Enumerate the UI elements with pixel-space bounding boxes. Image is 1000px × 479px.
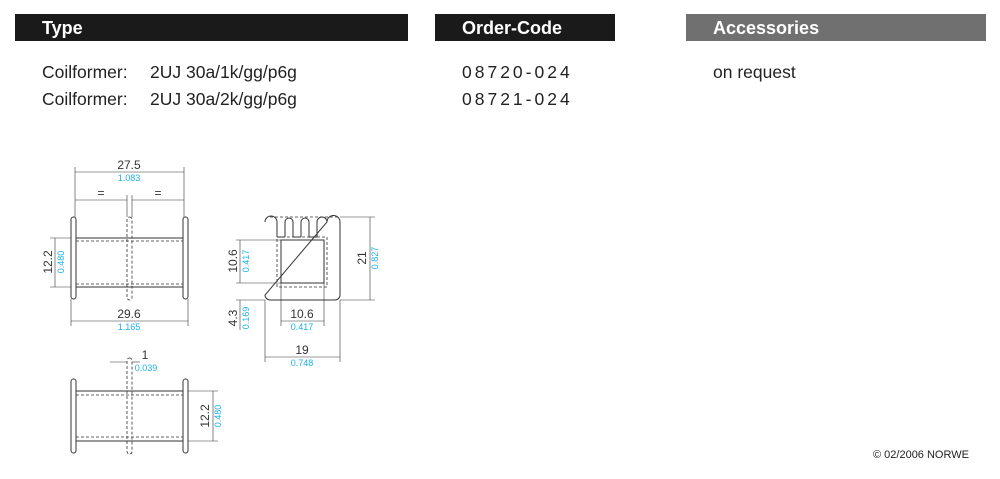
row-label: Coilformer: xyxy=(42,62,128,82)
dim-mm: 19 xyxy=(295,343,309,357)
row-label: Coilformer: xyxy=(42,89,128,109)
order-code-header: Order-Code xyxy=(435,14,615,41)
dim-inch: 1.165 xyxy=(118,322,141,332)
accessories-text: on request xyxy=(713,62,796,82)
dim-inch: 1.083 xyxy=(118,173,141,183)
dim-mm: 1 xyxy=(142,348,149,362)
dim-mm: 10.6 xyxy=(226,249,240,273)
row-order-code: 08720-024 xyxy=(462,62,573,82)
dim-equal: = xyxy=(97,186,104,200)
dim-inch: 0.417 xyxy=(291,322,314,332)
dim-mm: 12.2 xyxy=(41,250,55,274)
dim-mm: 12.2 xyxy=(198,404,212,428)
dim-inch: 0.480 xyxy=(56,251,66,274)
dim-mm: 21 xyxy=(355,251,369,265)
top-view xyxy=(70,357,218,455)
side-view xyxy=(50,167,189,326)
dim-mm: 10.6 xyxy=(290,307,314,321)
dim-inch: 0.827 xyxy=(370,247,380,270)
dim-equal: = xyxy=(154,186,161,200)
accessories-header: Accessories xyxy=(686,14,986,41)
dim-mm: 29.6 xyxy=(117,307,141,321)
dim-inch: 0.039 xyxy=(135,363,158,373)
dim-inch: 0.169 xyxy=(241,307,251,330)
row-order-code: 08721-024 xyxy=(462,89,573,109)
copyright: © 02/2006 NORWE xyxy=(873,449,969,461)
dim-inch: 0.748 xyxy=(291,358,314,368)
dim-inch: 0.417 xyxy=(241,250,251,273)
row-type: 2UJ 30a/1k/gg/p6g xyxy=(150,62,297,82)
end-view xyxy=(236,215,375,362)
row-type: 2UJ 30a/2k/gg/p6g xyxy=(150,89,297,109)
dim-mm: 4.3 xyxy=(226,309,240,326)
dim-mm: 27.5 xyxy=(117,158,141,172)
type-header: Type xyxy=(15,14,408,41)
dim-inch: 0.480 xyxy=(213,405,223,428)
